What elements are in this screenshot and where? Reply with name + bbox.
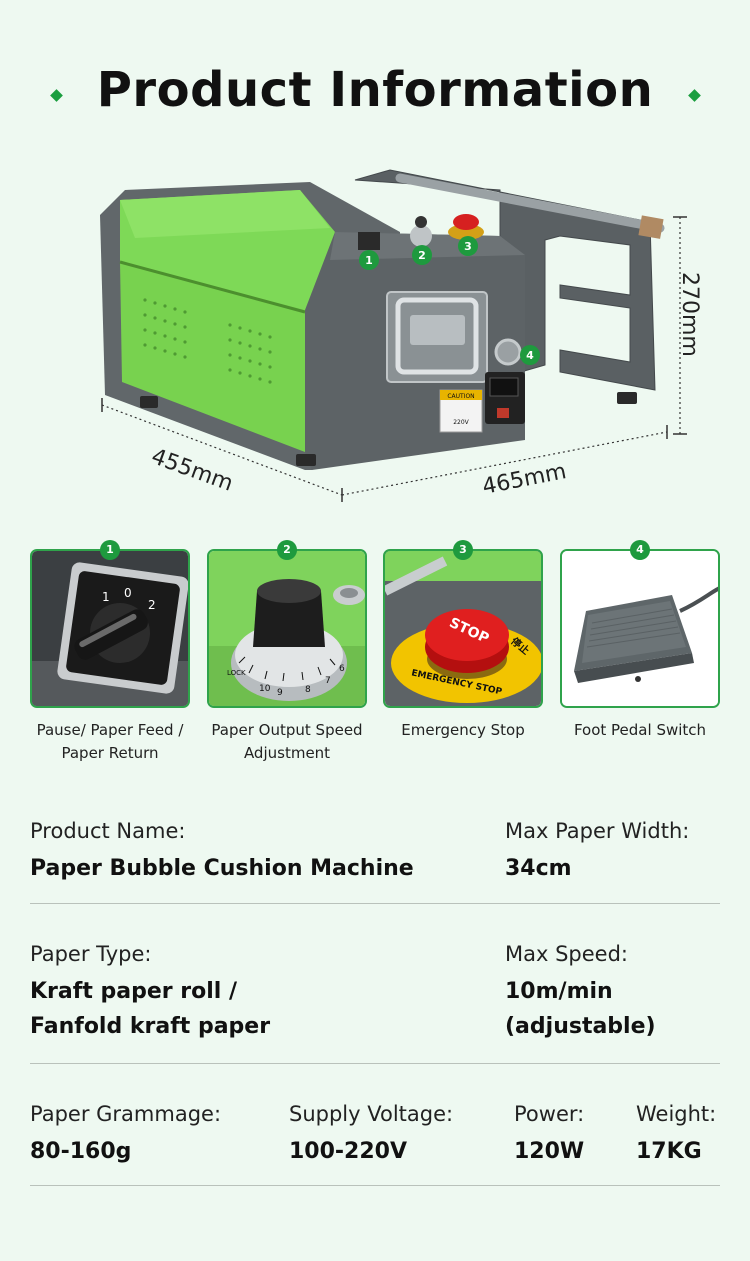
spec-label-paper-type: Paper Type: xyxy=(30,942,152,966)
knob-lock-mark: LOCK xyxy=(227,669,246,677)
feature-caption-2-line2: Adjustment xyxy=(243,744,331,762)
width-dimension: 465mm xyxy=(480,459,568,500)
feature-badge-3: 3 xyxy=(453,540,473,560)
spec-value-max-speed-line1: 10m/min xyxy=(505,979,613,1004)
spec-label-weight: Weight: xyxy=(636,1102,717,1126)
spec-value-product-name: Paper Bubble Cushion Machine xyxy=(30,856,414,881)
spec-label-paper-grammage: Paper Grammage: xyxy=(30,1102,222,1126)
spec-value-paper-grammage: 80-160g xyxy=(30,1139,132,1164)
product-image: CAUTION 220V 1 2 3 4 455mm 465mm 270mm xyxy=(0,150,750,510)
spec-label-power: Power: xyxy=(514,1102,585,1126)
depth-dimension: 455mm xyxy=(148,444,236,497)
feature-card-speed-knob: 10 9 8 7 6 LOCK xyxy=(207,549,367,708)
feature-card-emergency-stop: STOP EMERGENCY STOP 停止 xyxy=(383,549,543,708)
feature-caption-2-line1: Paper Output Speed xyxy=(211,721,363,739)
feature-caption-2: Paper Output Speed Adjustment xyxy=(197,719,377,765)
spec-value-weight: 17KG xyxy=(636,1139,702,1164)
spec-label-product-name: Product Name: xyxy=(30,819,186,843)
page-title: Product Information xyxy=(96,62,654,118)
feature-caption-4-line1: Foot Pedal Switch xyxy=(573,721,707,739)
feature-badge-4: 4 xyxy=(630,540,650,560)
divider-1 xyxy=(30,903,720,904)
callout-3: 3 xyxy=(464,240,472,253)
knob-mark-7: 7 xyxy=(325,676,331,686)
dial-mark-2: 2 xyxy=(148,598,156,612)
feature-badge-2: 2 xyxy=(277,540,297,560)
callout-1: 1 xyxy=(365,254,373,267)
feature-caption-3: Emergency Stop xyxy=(373,719,553,742)
height-dimension: 270mm xyxy=(677,272,702,357)
divider-2 xyxy=(30,1063,720,1064)
dial-mark-0: 0 xyxy=(124,586,132,600)
spec-label-supply-voltage: Supply Voltage: xyxy=(289,1102,454,1126)
feature-caption-1-line1: Pause/ Paper Feed / xyxy=(36,721,184,739)
feature-card-pause-switch: 1 0 2 xyxy=(30,549,190,708)
spec-label-max-paper-width: Max Paper Width: xyxy=(505,819,690,843)
spec-label-max-speed: Max Speed: xyxy=(505,942,628,966)
feature-badge-1: 1 xyxy=(100,540,120,560)
spec-value-paper-type-line1: Kraft paper roll / xyxy=(30,979,238,1004)
knob-mark-8: 8 xyxy=(305,685,311,695)
knob-mark-9: 9 xyxy=(277,688,283,698)
caution-label: CAUTION xyxy=(447,393,474,400)
feature-card-foot-pedal xyxy=(560,549,720,708)
callout-2: 2 xyxy=(418,249,426,262)
dial-mark-1: 1 xyxy=(102,590,110,604)
feature-caption-3-line1: Emergency Stop xyxy=(401,721,525,739)
voltage-label: 220V xyxy=(453,419,469,426)
spec-value-paper-type-line2: Fanfold kraft paper xyxy=(30,1014,271,1039)
knob-mark-10: 10 xyxy=(259,684,271,694)
spec-value-max-speed-line2: (adjustable) xyxy=(505,1014,656,1039)
feature-caption-1-line2: Paper Return xyxy=(61,744,159,762)
feature-caption-1: Pause/ Paper Feed / Paper Return xyxy=(20,719,200,765)
spec-value-supply-voltage: 100-220V xyxy=(289,1139,408,1164)
divider-3 xyxy=(30,1185,720,1186)
callout-4: 4 xyxy=(526,349,534,362)
spec-value-power: 120W xyxy=(514,1139,585,1164)
feature-caption-4: Foot Pedal Switch xyxy=(550,719,730,742)
knob-mark-6: 6 xyxy=(339,664,345,674)
spec-value-max-paper-width: 34cm xyxy=(505,856,572,881)
feature-cards: 1 1 0 2 Pause/ Paper Feed / Paper Return… xyxy=(0,540,750,770)
